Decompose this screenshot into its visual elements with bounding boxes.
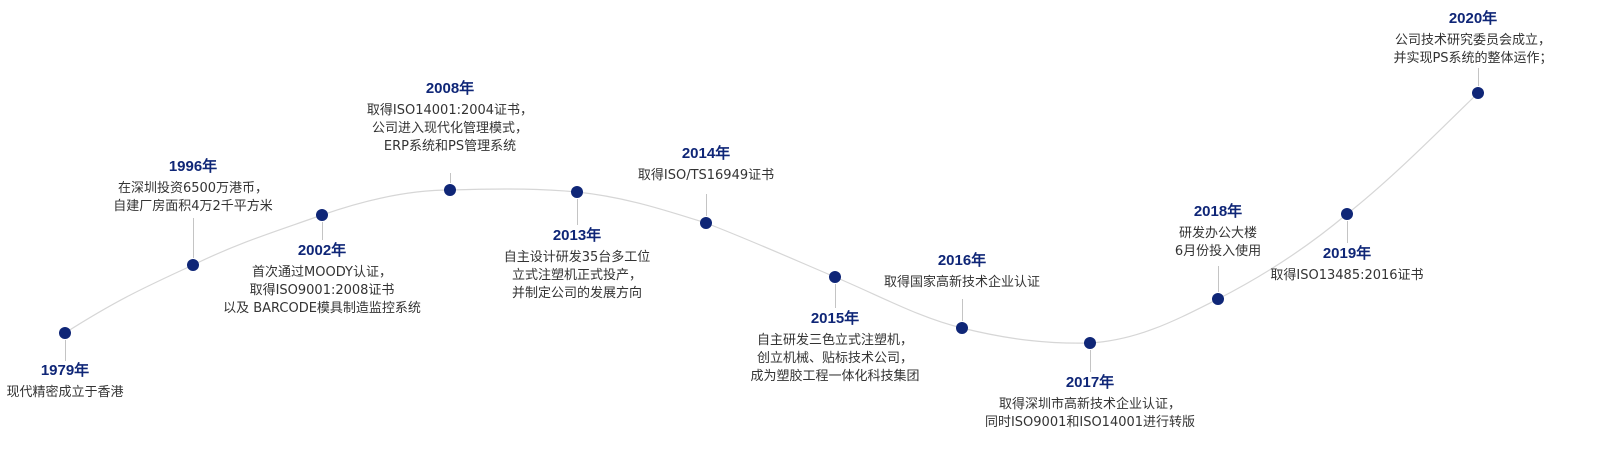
event-description: 取得ISO/TS16949证书 <box>637 168 775 183</box>
event-label: 2017年 取得深圳市高新技术企业认证， 同时ISO9001和ISO14001进… <box>920 373 1260 432</box>
connector-line <box>1218 266 1219 292</box>
event-label: 2019年 取得ISO13485:2016证书 <box>1177 244 1517 285</box>
event-label: 2015年 自主研发三色立式注塑机， 创立机械、贴标技术公司， 成为塑胶工程一体… <box>665 309 1005 386</box>
milestone-dot <box>1341 208 1353 220</box>
event-description: 6月份投入使用 <box>1174 244 1262 259</box>
connector-line <box>65 340 66 361</box>
connector-line <box>322 222 323 240</box>
event-year: 2016年 <box>937 252 987 269</box>
event-description: 取得国家高新技术企业认证 <box>883 275 1040 290</box>
connector-line <box>1090 350 1091 372</box>
milestone-dot <box>700 217 712 229</box>
event-description: 公司进入现代化管理模式， <box>371 121 528 136</box>
connector-line <box>1478 68 1479 86</box>
milestone-dot <box>1472 87 1484 99</box>
event-description: 并实现PS系统的整体运作； <box>1393 51 1553 66</box>
event-year: 2002年 <box>297 242 347 259</box>
event-label: 2020年 公司技术研究委员会成立， 并实现PS系统的整体运作； <box>1303 9 1602 68</box>
event-description: 自建厂房面积4万2千平方米 <box>113 199 273 214</box>
event-year: 2014年 <box>681 145 731 162</box>
connector-line <box>706 194 707 216</box>
connector-line <box>962 299 963 321</box>
connector-line <box>577 199 578 225</box>
milestone-dot <box>187 259 199 271</box>
event-year: 2018年 <box>1193 203 1243 220</box>
event-description: ERP系统和PS管理系统 <box>383 139 517 154</box>
connector-line <box>450 173 451 183</box>
event-description: 研发办公大楼 <box>1178 226 1257 241</box>
event-year: 2013年 <box>552 227 602 244</box>
connector-line <box>835 284 836 308</box>
event-label: 2002年 首次通过MOODY认证， 取得ISO9001:2008证书 以及 B… <box>152 241 492 318</box>
milestone-dot <box>829 271 841 283</box>
event-year: 2019年 <box>1322 245 1372 262</box>
event-description: 创立机械、贴标技术公司， <box>756 351 913 366</box>
milestone-dot <box>59 327 71 339</box>
milestone-dot <box>316 209 328 221</box>
milestone-dot <box>444 184 456 196</box>
event-description: 立式注塑机正式投产， <box>511 268 642 283</box>
event-description: 并制定公司的发展方向 <box>511 286 642 301</box>
event-description: 在深圳投资6500万港币， <box>117 181 269 196</box>
timeline-curve <box>64 92 1479 344</box>
event-year: 1996年 <box>168 158 218 175</box>
event-description: 取得ISO13485:2016证书 <box>1270 268 1424 283</box>
event-year: 2015年 <box>810 310 860 327</box>
event-description: 成为塑胶工程一体化科技集团 <box>750 369 920 384</box>
event-year: 2017年 <box>1065 374 1115 391</box>
event-description: 取得ISO9001:2008证书 <box>249 283 395 298</box>
connector-line <box>193 218 194 258</box>
event-description: 自主设计研发35台多工位 <box>503 250 651 265</box>
event-year: 2008年 <box>425 80 475 97</box>
event-label: 2014年 取得ISO/TS16949证书 <box>536 144 876 185</box>
event-description: 取得深圳市高新技术企业认证， <box>998 397 1181 412</box>
event-description: 首次通过MOODY认证， <box>252 265 392 280</box>
event-description: 现代精密成立于香港 <box>6 385 124 400</box>
event-description: 同时ISO9001和ISO14001进行转版 <box>984 415 1196 430</box>
event-description: 自主研发三色立式注塑机， <box>756 333 913 348</box>
milestone-dot <box>1084 337 1096 349</box>
event-label: 2008年 取得ISO14001:2004证书， 公司进入现代化管理模式， ER… <box>280 79 620 156</box>
event-label: 1996年 在深圳投资6500万港币， 自建厂房面积4万2千平方米 <box>23 157 363 216</box>
milestone-dot <box>571 186 583 198</box>
event-label: 2016年 取得国家高新技术企业认证 <box>792 251 1132 292</box>
event-label: 2018年 研发办公大楼 6月份投入使用 <box>1048 202 1388 261</box>
milestone-dot <box>956 322 968 334</box>
connector-line <box>1347 221 1348 243</box>
event-year: 1979年 <box>40 362 90 379</box>
event-description: 以及 BARCODE模具制造监控系统 <box>223 301 421 316</box>
event-description: 公司技术研究委员会成立， <box>1394 33 1551 48</box>
event-label: 2013年 自主设计研发35台多工位 立式注塑机正式投产， 并制定公司的发展方向 <box>407 226 747 303</box>
event-label: 1979年 现代精密成立于香港 <box>0 361 235 402</box>
event-year: 2020年 <box>1448 10 1498 27</box>
milestone-dot <box>1212 293 1224 305</box>
event-description: 取得ISO14001:2004证书， <box>366 103 534 118</box>
